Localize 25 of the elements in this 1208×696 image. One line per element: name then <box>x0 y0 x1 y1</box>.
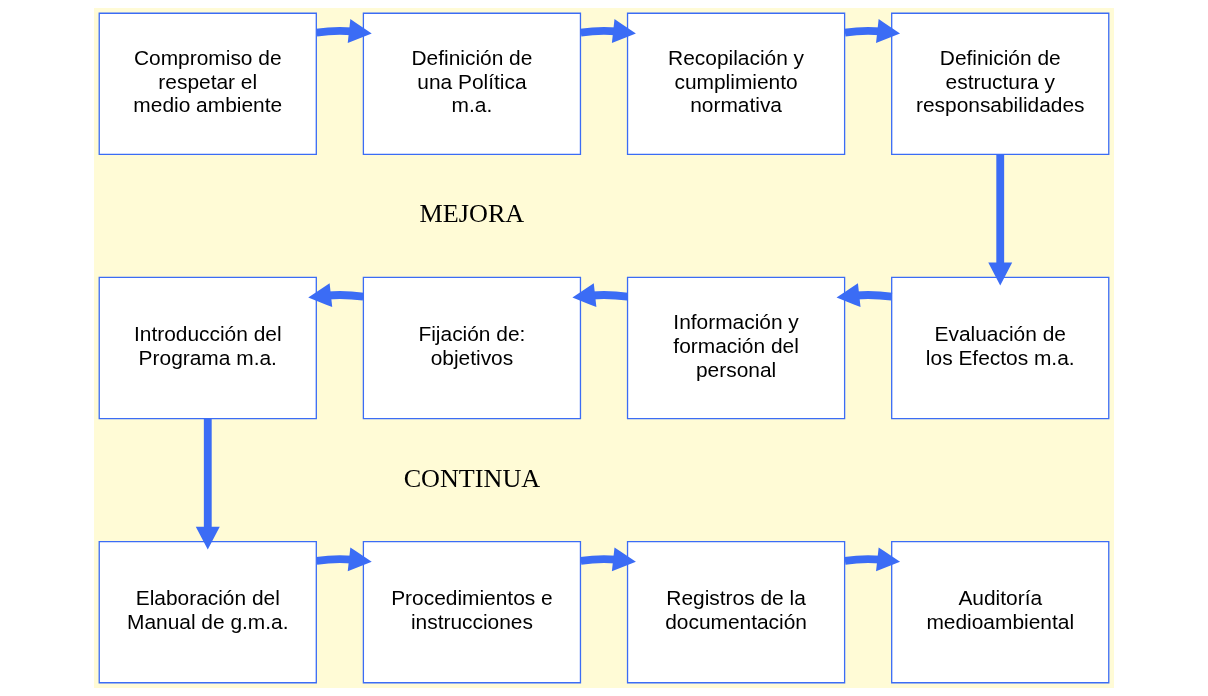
node-box: Introducción del Programa m.a. <box>98 276 317 420</box>
arrow <box>844 547 901 572</box>
node-box: Definición de estructura y responsabilidades <box>891 12 1110 156</box>
arrow <box>308 283 364 308</box>
arrow <box>844 19 901 43</box>
arrow <box>988 154 1013 286</box>
label: CONTINUA <box>403 463 541 493</box>
node-box: Elaboración del Manual de g.m.a. <box>98 540 317 684</box>
arrow <box>836 283 893 308</box>
node-box: Recopilación y cumplimiento normativa <box>626 12 846 156</box>
arrow <box>316 19 372 43</box>
node-box: Información y formación del personal <box>626 276 846 420</box>
label: MEJORA <box>419 199 525 229</box>
arrow <box>572 283 629 308</box>
node-box: Compromiso de respetar el medio ambiente <box>98 12 317 156</box>
node-box: Auditoría medioambiental <box>891 540 1110 684</box>
arrow <box>580 547 636 572</box>
node-box: Procedimientos e instrucciones <box>362 540 582 684</box>
node-box: Fijación de: objetivos <box>362 276 582 420</box>
node-box: Definición de una Política m.a. <box>362 12 582 156</box>
arrow <box>195 418 220 550</box>
node-box: Registros de la documentación <box>626 540 846 684</box>
arrow <box>316 547 372 572</box>
arrow <box>580 19 636 43</box>
node-box: Evaluación de los Efectos m.a. <box>891 276 1110 420</box>
